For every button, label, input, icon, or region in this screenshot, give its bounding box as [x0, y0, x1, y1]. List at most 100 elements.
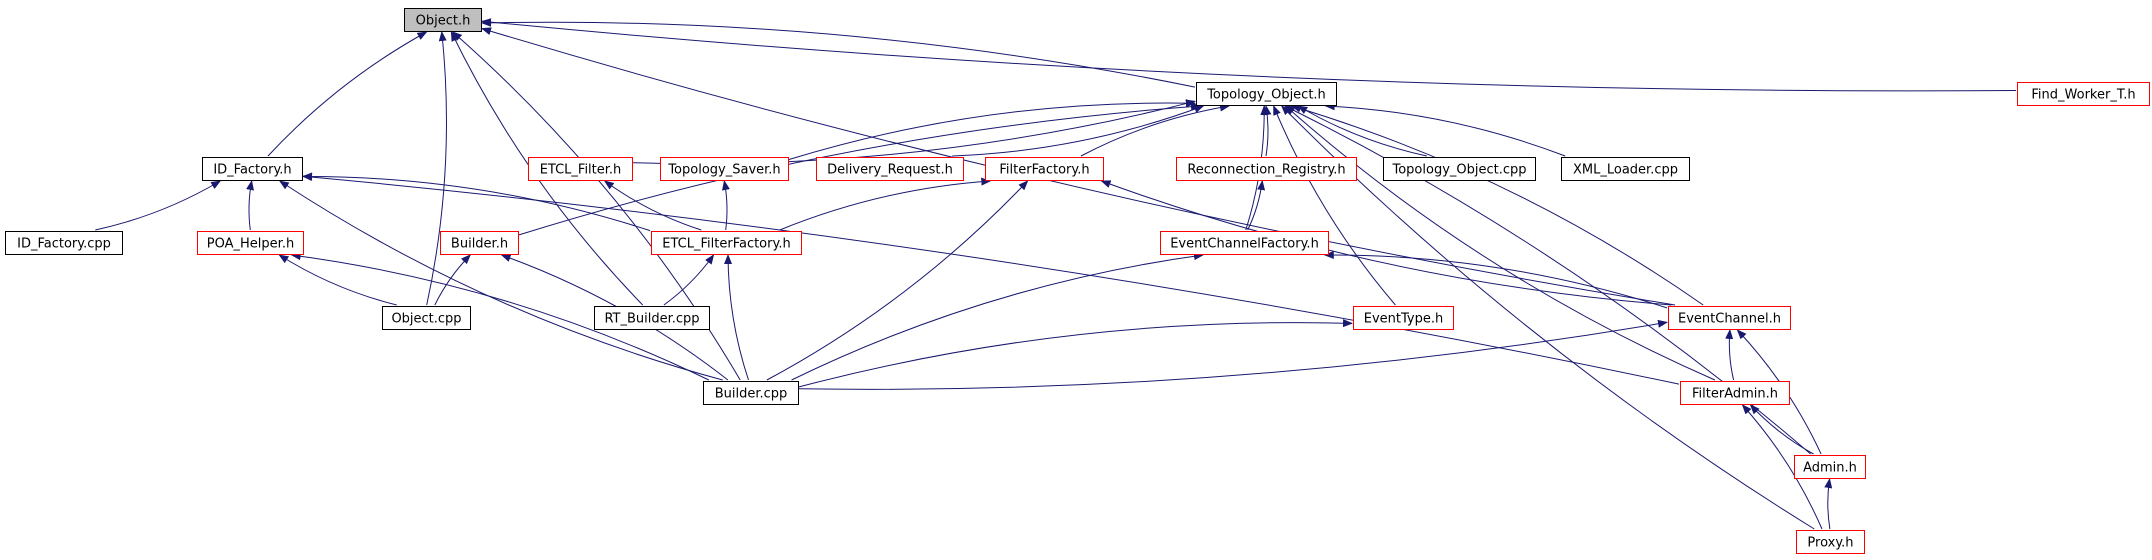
- node-label: Reconnection_Registry.h: [1187, 163, 1345, 178]
- edge-object_cpp-to-object_h: [426, 31, 447, 306]
- node-box[interactable]: [1160, 231, 1329, 255]
- node-box[interactable]: [1561, 157, 1690, 181]
- edge-filteradmin_h-to-topology_object_h: [1284, 105, 1716, 381]
- node-label: ID_Factory.h: [213, 163, 291, 178]
- node-delivery-request-h[interactable]: Delivery_Request.h: [816, 157, 964, 181]
- edge-admin_h-to-filteradmin_h: [1749, 404, 1814, 455]
- node-box[interactable]: [1353, 306, 1454, 330]
- node-label: Topology_Object.cpp: [1391, 163, 1526, 178]
- node-label: ETCL_Filter.h: [540, 163, 622, 178]
- node-etcl-filter-h[interactable]: ETCL_Filter.h: [528, 157, 633, 181]
- node-box[interactable]: [816, 157, 964, 181]
- edge-eventtype_h-to-topology_object_h: [1273, 105, 1396, 306]
- node-label: Delivery_Request.h: [827, 163, 953, 178]
- edge-eventchannel_h-to-filterfactory_h: [1100, 180, 1672, 306]
- node-label: EventChannel.h: [1678, 312, 1781, 327]
- node-admin-h[interactable]: Admin.h: [1794, 455, 1866, 479]
- node-label: XML_Loader.cpp: [1573, 163, 1678, 178]
- node-eventchannel-h[interactable]: EventChannel.h: [1668, 306, 1791, 330]
- edge-builder_h-to-topology_object_h: [518, 102, 1201, 236]
- edge-proxy_h-to-filteradmin_h: [1741, 404, 1823, 530]
- node-label: FilterAdmin.h: [1692, 387, 1778, 402]
- node-box[interactable]: [528, 157, 633, 181]
- edge-etcl_filterfactory_h-to-id_factory_h: [302, 172, 651, 232]
- edge-etcl_filterfactory_h-to-topology_saver_h: [722, 180, 730, 231]
- node-box[interactable]: [985, 157, 1104, 181]
- node-box[interactable]: [1196, 82, 1337, 106]
- node-box[interactable]: [1176, 157, 1357, 181]
- edge-filteradmin_h-to-id_factory_h: [302, 173, 1680, 385]
- node-object-h[interactable]: Object.h: [404, 8, 482, 32]
- node-box[interactable]: [1668, 306, 1791, 330]
- node-box[interactable]: [651, 231, 802, 255]
- edge-builder_cpp-to-filterfactory_h: [766, 180, 1029, 381]
- edge-filterfactory_h-to-topology_object_h: [1080, 103, 1230, 157]
- node-label: Topology_Object.h: [1206, 88, 1326, 103]
- edge-eventchannel_h-to-eventchannelfactory_h: [1323, 250, 1668, 309]
- node-label: ID_Factory.cpp: [17, 237, 111, 252]
- node-find-worker[interactable]: Find_Worker_T.h: [2017, 82, 2150, 106]
- node-etcl-filterfactory-h[interactable]: ETCL_FilterFactory.h: [651, 231, 802, 255]
- node-box[interactable]: [1680, 381, 1790, 405]
- node-id-factory-cpp[interactable]: ID_Factory.cpp: [5, 231, 123, 255]
- node-box[interactable]: [2017, 82, 2150, 106]
- node-reconnection-registry-h[interactable]: Reconnection_Registry.h: [1176, 157, 1357, 181]
- node-box[interactable]: [382, 306, 471, 330]
- edge-eventchannelfactory_h-to-reconnection_registry_h: [1247, 180, 1266, 231]
- node-label: Builder.h: [451, 237, 508, 252]
- edge-eventchannel_h-to-object_h: [481, 27, 1676, 306]
- node-label: POA_Helper.h: [207, 237, 294, 252]
- node-label: Proxy.h: [1807, 536, 1853, 551]
- edge-filteradmin_h-to-eventchannel_h: [1725, 329, 1735, 381]
- node-label: RT_Builder.cpp: [604, 312, 699, 327]
- node-box[interactable]: [1796, 530, 1865, 554]
- node-label: Builder.cpp: [715, 387, 788, 402]
- node-poa-helper-h[interactable]: POA_Helper.h: [197, 231, 304, 255]
- node-label: EventType.h: [1364, 312, 1443, 327]
- edge-topology_object_h-to-object_h: [481, 18, 1196, 88]
- node-filterfactory-h[interactable]: FilterFactory.h: [985, 157, 1104, 181]
- node-box[interactable]: [202, 157, 303, 181]
- node-rt-builder-cpp[interactable]: RT_Builder.cpp: [594, 306, 710, 330]
- node-topology-object-cpp[interactable]: Topology_Object.cpp: [1383, 157, 1536, 181]
- edge-builder_cpp-to-eventchannel_h: [798, 319, 1668, 390]
- node-topology-saver-h[interactable]: Topology_Saver.h: [660, 157, 789, 181]
- node-xml-loader-cpp[interactable]: XML_Loader.cpp: [1561, 157, 1690, 181]
- node-object-cpp[interactable]: Object.cpp: [382, 306, 471, 330]
- node-box[interactable]: [197, 231, 304, 255]
- edge-builder_cpp-to-eventtype_h: [798, 319, 1353, 388]
- node-box[interactable]: [594, 306, 710, 330]
- node-box[interactable]: [440, 231, 519, 255]
- node-box[interactable]: [703, 381, 799, 405]
- node-box[interactable]: [660, 157, 789, 181]
- node-proxy-h[interactable]: Proxy.h: [1796, 530, 1865, 554]
- edge-etcl_filterfactory_h-to-etcl_filter_h: [603, 180, 702, 231]
- node-topology-object-h[interactable]: Topology_Object.h: [1196, 82, 1337, 106]
- node-filteradmin-h[interactable]: FilterAdmin.h: [1680, 381, 1790, 405]
- edge-proxy_h-to-admin_h: [1824, 478, 1833, 530]
- edge-builder_cpp-to-id_factory_h: [278, 180, 723, 381]
- edge-object_cpp-to-builder_h: [434, 254, 471, 306]
- edge-builder_cpp-to-eventchannelfactory_h: [791, 252, 1204, 381]
- node-label: Find_Worker_T.h: [2031, 88, 2135, 103]
- dependency-edges: [95, 18, 2017, 530]
- node-builder-cpp[interactable]: Builder.cpp: [703, 381, 799, 405]
- node-eventchannelfactory-h[interactable]: EventChannelFactory.h: [1160, 231, 1329, 255]
- edge-builder_cpp-to-poa_helper_h: [290, 252, 710, 381]
- node-label: EventChannelFactory.h: [1170, 237, 1319, 252]
- node-id-factory-h[interactable]: ID_Factory.h: [202, 157, 303, 181]
- edge-reconnection_registry_h-to-topology_object_h: [1263, 105, 1272, 157]
- node-box[interactable]: [1794, 455, 1866, 479]
- node-eventtype-h[interactable]: EventType.h: [1353, 306, 1454, 330]
- edge-etcl_filter_h-to-topology_object_h: [632, 99, 1196, 165]
- node-builder-h[interactable]: Builder.h: [440, 231, 519, 255]
- edge-topology_saver_h-to-topology_object_h: [788, 99, 1196, 160]
- node-box[interactable]: [5, 231, 123, 255]
- edge-id_factory_h-to-object_h: [267, 31, 428, 157]
- edge-xml_loader_cpp-to-topology_object_h: [1324, 102, 1566, 157]
- node-box[interactable]: [404, 8, 482, 32]
- node-box[interactable]: [1383, 157, 1536, 181]
- edge-rt_builder_cpp-to-etcl_filterfactory_h: [663, 254, 715, 306]
- edge-find_worker-to-object_h: [481, 18, 2017, 92]
